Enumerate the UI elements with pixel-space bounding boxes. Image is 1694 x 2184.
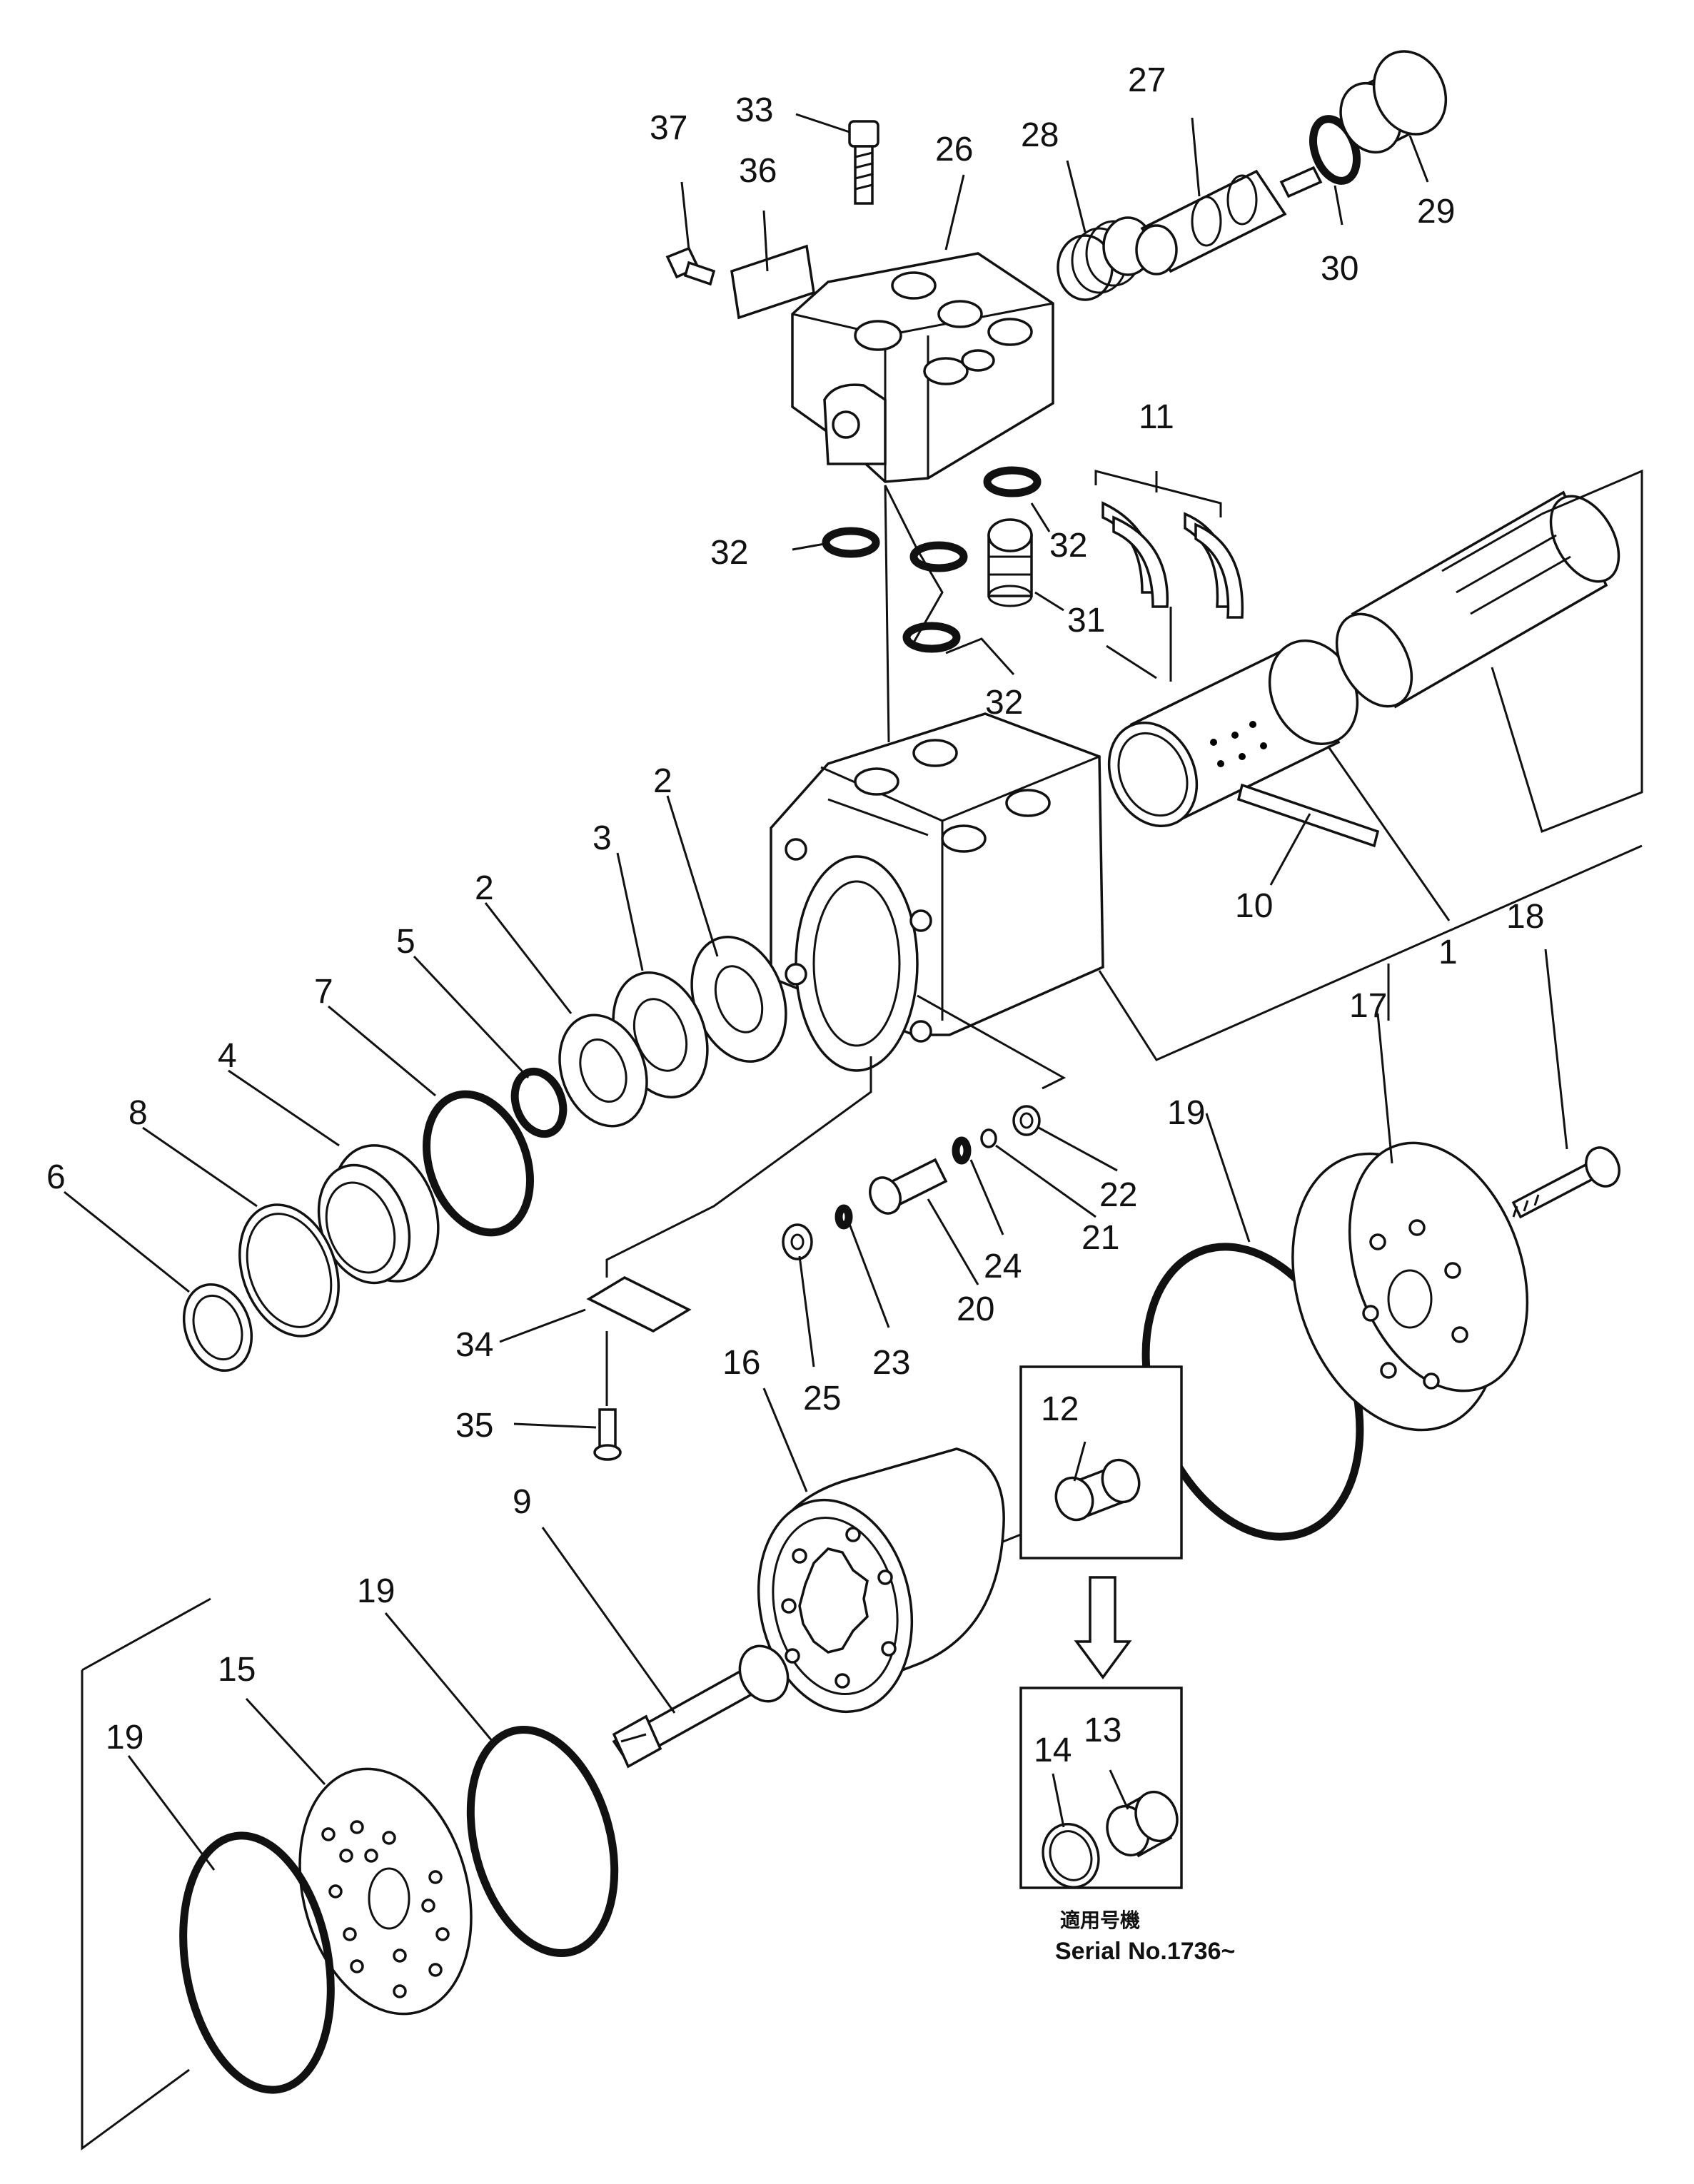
label-32-left: 32 (710, 534, 748, 572)
label-2-rear: 2 (653, 762, 672, 800)
o-ring-23 (835, 1204, 853, 1230)
plate-leader (605, 1056, 872, 1278)
o-ring-32-left (822, 527, 880, 558)
label-26: 26 (935, 131, 973, 168)
spool-27 (1135, 166, 1323, 275)
serial-note: Serial No.1736~ (1055, 1938, 1235, 1965)
relief-leader (917, 994, 1067, 1090)
valve-cover-block (791, 252, 1054, 483)
label-16: 16 (722, 1344, 760, 1382)
port-plate-15 (298, 1767, 473, 2016)
label-24: 24 (984, 1248, 1022, 1285)
label-14: 14 (1034, 1731, 1072, 1769)
label-8: 8 (128, 1094, 148, 1132)
label-23: 23 (872, 1344, 910, 1382)
drive-shaft-9 (612, 1644, 790, 1769)
label-3: 3 (593, 819, 612, 857)
label-5: 5 (396, 923, 415, 961)
label-34: 34 (455, 1326, 493, 1364)
plate-36 (730, 244, 815, 320)
gerotor-16 (757, 1447, 1005, 1714)
inset-box-old (1019, 1365, 1183, 1559)
label-2-front: 2 (475, 869, 494, 907)
inset-box-new (1019, 1687, 1183, 1889)
label-32-low: 32 (985, 684, 1023, 722)
applicable-note: 適用号機 (1060, 1909, 1140, 1931)
relief-valve-20 (869, 1158, 948, 1215)
main-housing (770, 712, 1104, 1072)
label-27: 27 (1128, 61, 1166, 99)
label-12: 12 (1041, 1390, 1079, 1428)
thrust-washer-2-front (558, 1013, 648, 1128)
label-32-right: 32 (1049, 527, 1087, 565)
label-17: 17 (1349, 987, 1387, 1025)
label-7: 7 (314, 973, 333, 1011)
input-spool (1335, 490, 1620, 709)
label-22: 22 (1099, 1176, 1137, 1214)
label-4: 4 (218, 1037, 237, 1075)
bolt-33 (848, 120, 879, 205)
label-19-middle: 19 (357, 1572, 395, 1610)
screw-37 (665, 246, 716, 286)
label-29: 29 (1417, 193, 1455, 231)
plug-22 (1012, 1105, 1041, 1136)
washer-8 (238, 1203, 340, 1338)
label-9: 9 (513, 1483, 532, 1521)
label-20: 20 (957, 1290, 994, 1328)
label-33: 33 (735, 91, 773, 129)
arrow-down-icon (1074, 1576, 1132, 1679)
label-35: 35 (455, 1407, 493, 1445)
o-ring-5 (510, 1067, 568, 1138)
o-ring-19-middle (466, 1726, 619, 1957)
label-30: 30 (1321, 250, 1358, 288)
label-36: 36 (739, 152, 777, 190)
o-ring-24 (952, 1136, 972, 1165)
plug-25 (782, 1223, 813, 1260)
label-11: 11 (1139, 398, 1174, 436)
o-ring-32-right (983, 466, 1042, 497)
part-number-labels: 37 36 33 26 28 27 30 29 11 32 32 32 31 1… (46, 61, 1544, 1769)
rivet-35 (593, 1408, 622, 1461)
label-1: 1 (1438, 934, 1458, 971)
ball-21 (980, 1128, 997, 1148)
label-19-right: 19 (1167, 1094, 1205, 1132)
label-13: 13 (1084, 1712, 1121, 1749)
plug-29 (1339, 50, 1448, 154)
label-31: 31 (1067, 602, 1105, 639)
label-25: 25 (803, 1380, 841, 1417)
check-valve-31 (987, 518, 1033, 607)
label-28: 28 (1021, 116, 1059, 154)
left-bracket (81, 1597, 211, 2150)
centering-springs-11 (1101, 501, 1244, 619)
bolt-18 (1511, 1146, 1620, 1219)
plate-34 (586, 1276, 692, 1333)
label-19-left: 19 (106, 1719, 143, 1756)
label-37: 37 (650, 109, 687, 147)
o-ring-32-low (902, 622, 961, 653)
o-ring-7 (423, 1090, 534, 1237)
label-18: 18 (1506, 898, 1544, 936)
leader-lines (64, 113, 1568, 1871)
seal-6 (182, 1283, 253, 1372)
o-ring-19-left (179, 1831, 335, 2094)
o-ring-32-mid (909, 541, 968, 572)
end-cap-17 (1291, 1141, 1529, 1432)
label-21: 21 (1082, 1219, 1119, 1257)
label-15: 15 (218, 1651, 256, 1689)
bushing-4 (317, 1144, 440, 1285)
label-6: 6 (46, 1158, 66, 1196)
sleeve-1 (1107, 639, 1359, 828)
bracket-lines (1094, 469, 1643, 1061)
label-10: 10 (1235, 887, 1273, 925)
